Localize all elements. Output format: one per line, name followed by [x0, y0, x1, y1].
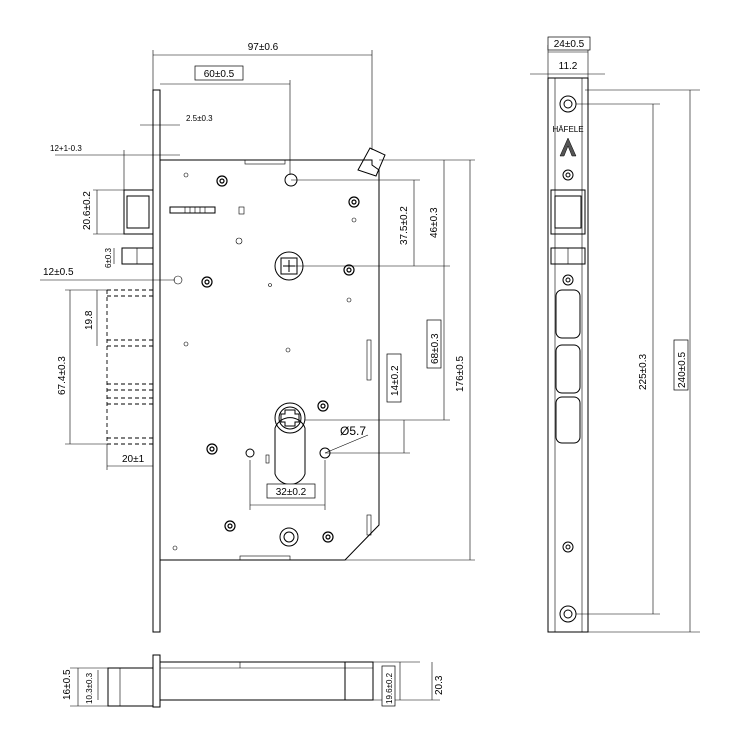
dim-60: 60±0.5 [204, 69, 235, 80]
dim-32: 32±0.2 [276, 487, 307, 498]
top-slot [244, 159, 286, 165]
side-tab-2 [366, 514, 372, 536]
dim-225: 225±0.3 [638, 353, 649, 390]
dim-97: 97±0.6 [248, 42, 279, 53]
bottom-hole [279, 527, 299, 547]
faceplate-inner-edge [554, 77, 583, 633]
dim-12-top: 12+1-0.3 [50, 144, 82, 153]
latch-bolt-inner [126, 195, 150, 229]
dimension-lines-faceplate [530, 45, 700, 633]
dimension-labels-bottom: 16±0.5 10.3±0.3 19.6±0.2 20.3 [62, 665, 445, 707]
bottom-slot [239, 555, 291, 561]
side-tab-1 [366, 339, 372, 381]
brand-logo-icon [559, 137, 577, 157]
dim-5-7: Ø5.7 [340, 424, 366, 438]
dim-20-3: 20.3 [434, 675, 445, 695]
dim-176: 176±0.5 [455, 355, 466, 392]
cylinder-profile [274, 402, 306, 485]
dim-20-6: 20.6±0.2 [82, 191, 93, 230]
latch-bolt [123, 189, 154, 235]
faceplate-front-view: HÄFELE [547, 77, 589, 633]
dim-11-2: 11.2 [559, 61, 578, 72]
dim-20: 20±1 [122, 454, 145, 465]
dim-19-6: 19.6±0.2 [385, 672, 394, 704]
brand-logo-text: HÄFELE [552, 125, 583, 134]
aux-bolt [121, 247, 154, 265]
dim-24: 24±0.5 [554, 39, 585, 50]
dim-6: 6±0.3 [104, 247, 113, 268]
dimension-lines-main [40, 50, 475, 561]
dim-16: 16±0.5 [62, 669, 73, 700]
dimension-labels-faceplate: 24±0.5 11.2 225±0.3 240±0.5 [547, 36, 689, 391]
dimension-labels-main: 97±0.6 60±0.5 2.5±0.3 12+1-0.3 20.6±0.2 … [43, 42, 466, 499]
rivets [201, 175, 360, 543]
dim-46: 46±0.3 [429, 207, 440, 238]
dim-240: 240±0.5 [677, 351, 688, 388]
dim-37-5: 37.5±0.2 [399, 206, 410, 245]
faceplate-side [152, 89, 161, 633]
lever-tab [357, 147, 386, 177]
screw-hole-left [245, 448, 255, 458]
dim-14: 14±0.2 [390, 365, 401, 396]
spring-bar [169, 206, 216, 214]
deadbolt-dashed-group [106, 289, 153, 445]
dim-10-3: 10.3±0.3 [85, 672, 94, 704]
lock-case-outline [160, 159, 380, 561]
small-holes [172, 172, 357, 551]
dim-12-5: 12±0.5 [43, 267, 74, 278]
dim-68: 68±0.3 [430, 333, 441, 364]
dim-19-8: 19.8 [84, 310, 95, 330]
dim-2-5: 2.5±0.3 [186, 114, 213, 123]
lock-body-main-view [106, 89, 386, 633]
dim-67-4: 67.4±0.3 [57, 356, 68, 395]
lock-bottom-view [107, 654, 374, 708]
